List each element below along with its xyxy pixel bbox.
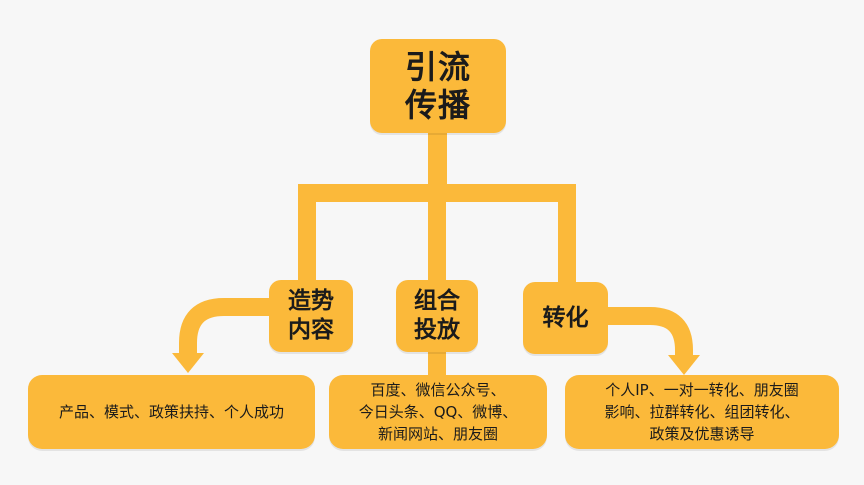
right-arrow-head — [668, 355, 700, 375]
branch-1-label-line-2: 内容 — [288, 317, 334, 343]
root-line-1: 引流 — [404, 48, 471, 86]
detail-box-2: 百度、微信公众号、 今日头条、QQ、微博、 新闻网站、朋友圈 — [329, 375, 547, 449]
branch-2-label-line-1: 组合 — [414, 288, 460, 314]
right-curved-arrow — [607, 307, 693, 362]
detail-box-1: 产品、模式、政策扶持、个人成功 — [28, 375, 315, 449]
detail-2-line-3: 新闻网站、朋友圈 — [377, 425, 498, 443]
middle-short-connector — [428, 350, 446, 376]
top-vertical-connector — [428, 132, 447, 186]
root-line-2: 传播 — [404, 86, 471, 124]
detail-2-line-2: 今日头条、QQ、微博、 — [358, 403, 518, 421]
branch-node-3: 转化 — [523, 282, 608, 354]
detail-3-line-2: 影响、拉群转化、组团转化、 — [604, 403, 800, 421]
root-node: 引流 传播 — [370, 39, 506, 133]
detail-1-line-1: 产品、模式、政策扶持、个人成功 — [58, 403, 284, 421]
left-curved-arrow — [179, 298, 270, 359]
detail-2-line-1: 百度、微信公众号、 — [370, 381, 506, 399]
branch-node-1: 造势 内容 — [269, 280, 353, 352]
detail-box-3: 个人IP、一对一转化、朋友圈 影响、拉群转化、组团转化、 政策及优惠诱导 — [565, 375, 839, 449]
branch-node-2: 组合 投放 — [396, 280, 478, 352]
detail-3-line-3: 政策及优惠诱导 — [649, 425, 755, 443]
detail-3-line-1: 个人IP、一对一转化、朋友圈 — [605, 381, 799, 399]
middle-vertical-connector — [428, 184, 446, 281]
left-arrow-head — [172, 353, 204, 373]
branch-3-label: 转化 — [542, 304, 589, 331]
left-vertical-connector — [298, 184, 316, 281]
branch-1-label-line-1: 造势 — [288, 288, 334, 314]
branch-2-label-line-2: 投放 — [414, 317, 460, 343]
right-vertical-connector — [558, 184, 576, 283]
